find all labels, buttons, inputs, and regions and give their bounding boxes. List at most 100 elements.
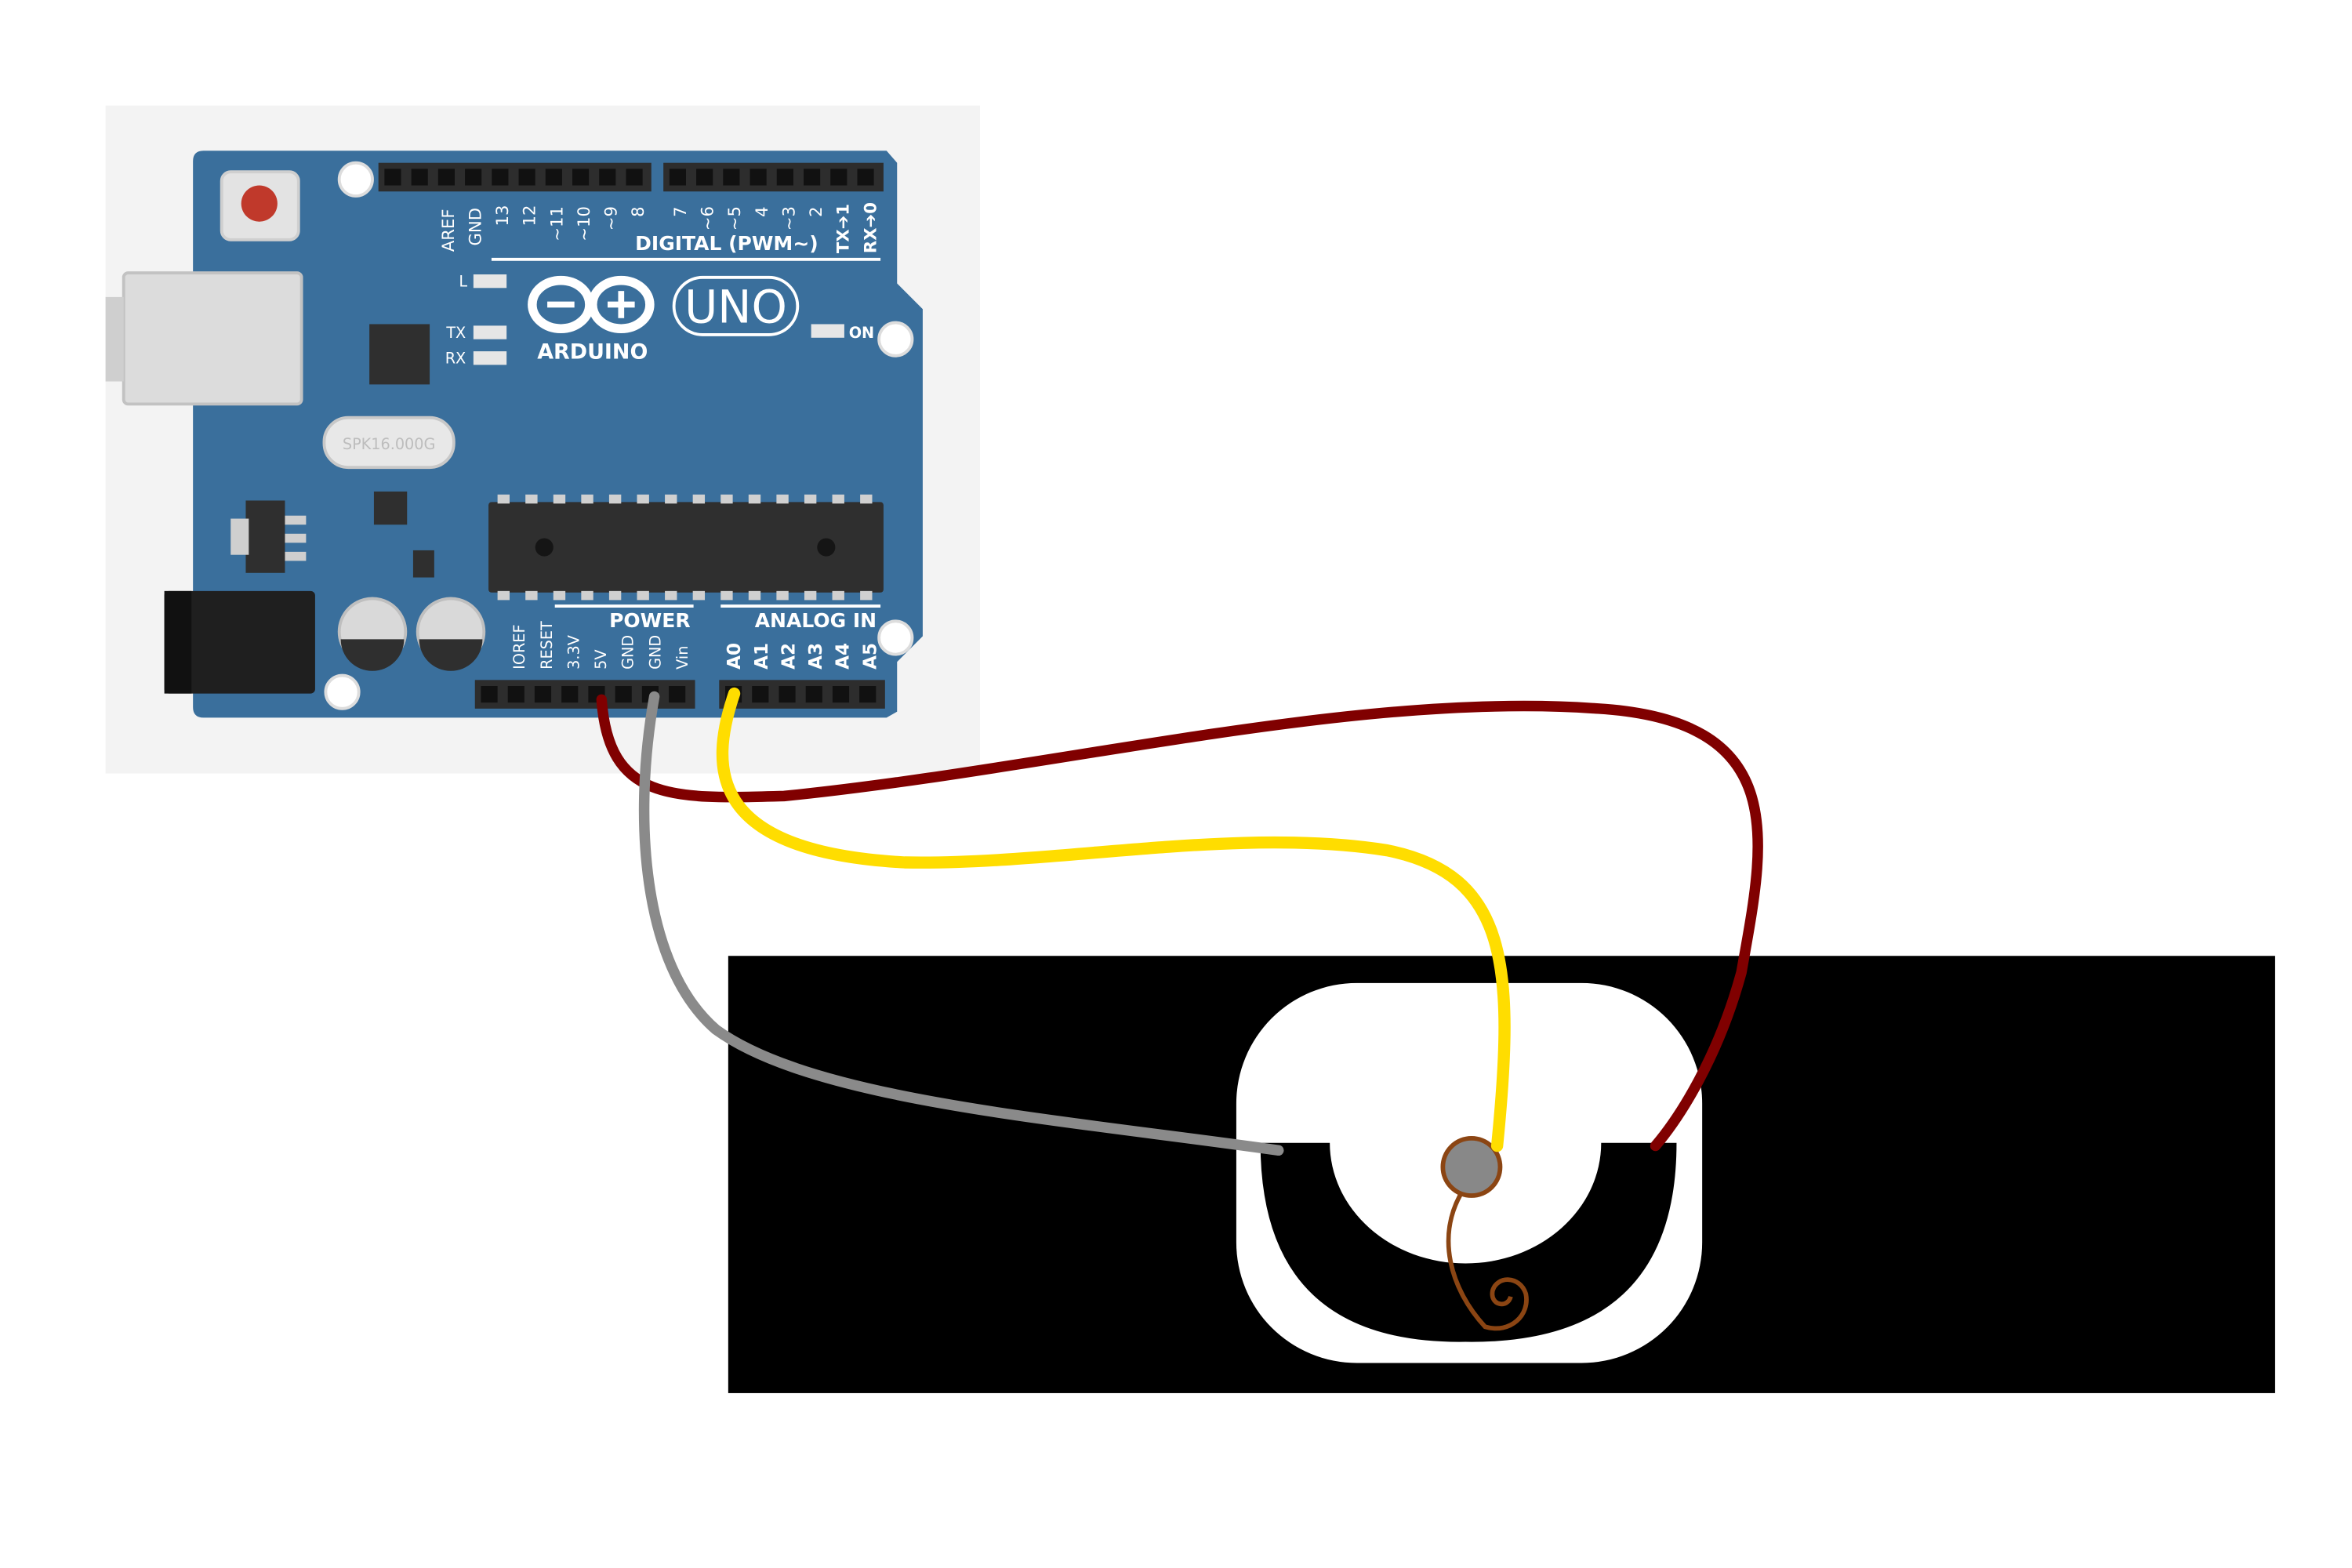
chip-pin: [497, 590, 510, 601]
digital-pin-label: 12: [520, 205, 539, 227]
power-pin-label: IOREF: [510, 624, 528, 669]
chip-notch: [535, 538, 554, 557]
wire-gnd[interactable]: [638, 691, 1284, 1156]
header-socket: [857, 169, 874, 186]
power-jack-front: [164, 590, 192, 694]
mounting-hole: [877, 321, 914, 358]
chip-pin: [860, 590, 873, 601]
header-socket: [599, 169, 616, 186]
regulator-tab: [230, 518, 249, 555]
header-socket: [776, 169, 793, 186]
regulator-pin: [285, 551, 307, 561]
power-pin-label: RESET: [538, 621, 556, 670]
digital-pin-label: GND: [465, 208, 485, 245]
chip-pin: [692, 590, 706, 601]
chip-pins-top: [497, 494, 873, 504]
usb-connector: [122, 271, 303, 406]
digital-pin-label: ~5: [724, 206, 744, 230]
header-socket: [696, 169, 713, 186]
chip-pin: [637, 590, 649, 601]
digital-pin-label: ~10: [574, 206, 593, 241]
analog-pin-label: A0: [724, 643, 745, 670]
power-pin-label: Vin: [673, 646, 691, 670]
crystal-label: SPK16.000G: [343, 435, 436, 453]
power-pin-label: GND: [619, 635, 637, 670]
chip-pin: [665, 590, 677, 601]
chip-pins-bottom: [497, 590, 873, 601]
power-pin-label: 3.3V: [564, 635, 583, 670]
sensor-coil-icon: [1446, 1189, 1529, 1331]
power-section-label: POWER: [609, 609, 690, 632]
header-socket: [669, 686, 686, 703]
chip-pin: [581, 590, 593, 601]
chip-pin: [776, 494, 789, 504]
header-socket: [723, 169, 740, 186]
chip-pin: [525, 590, 538, 601]
digital-pin-label: TX➔1: [833, 204, 853, 253]
digital-pin-label: 2: [806, 206, 826, 216]
led-tx: [473, 325, 507, 339]
brand-label: ARDUINO: [537, 340, 648, 365]
chip-pin: [804, 590, 817, 601]
arduino-logo: [528, 275, 655, 333]
led-label-l: L: [459, 272, 467, 290]
crystal: [322, 416, 456, 470]
analog-header[interactable]: [719, 680, 885, 709]
chip-pin: [608, 494, 622, 504]
header-socket: [859, 686, 877, 703]
analog-pin-label: A1: [752, 643, 772, 670]
analog-pin-label: A2: [779, 643, 799, 670]
capacitor: [416, 597, 486, 671]
header-socket: [561, 686, 579, 703]
chip-pin: [804, 494, 817, 504]
regulator-pin: [285, 533, 307, 543]
header-socket: [507, 686, 524, 703]
analog-pin-label: A5: [860, 643, 880, 670]
vibration-sensor[interactable]: [728, 956, 2275, 1393]
digital-pin-label: ~11: [546, 206, 566, 241]
transistor: [412, 550, 434, 578]
chip-dot: [817, 538, 836, 557]
header-socket: [411, 169, 428, 186]
header-socket: [805, 686, 822, 703]
header-socket: [437, 169, 455, 186]
digital-pin-label: 13: [492, 205, 512, 227]
header-socket: [572, 169, 590, 186]
power-jack: [164, 590, 315, 694]
led-label-tx: TX: [445, 324, 466, 342]
header-socket: [750, 169, 767, 186]
chip-pin: [692, 494, 706, 504]
mounting-hole: [877, 619, 914, 656]
chip-pin: [497, 494, 510, 504]
led-label-on: ON: [849, 324, 874, 342]
header-socket: [626, 169, 643, 186]
header-socket: [832, 686, 850, 703]
header-socket: [830, 169, 848, 186]
header-socket: [804, 169, 821, 186]
chip-pin: [720, 494, 733, 504]
regulator-pin: [285, 515, 307, 525]
chip-pin: [748, 494, 761, 504]
chip-pin: [553, 494, 566, 504]
chip-pin: [832, 590, 844, 601]
arduino-uno-board[interactable]: SPK16.000G AREF GND 13 12: [105, 151, 923, 718]
usb-chip: [369, 324, 430, 385]
digital-pin-label: 8: [628, 206, 648, 216]
header-socket: [384, 169, 401, 186]
chip-pin: [720, 590, 733, 601]
digital-pin-label: ~3: [779, 206, 798, 230]
led-label-rx: RX: [445, 349, 466, 367]
power-pin-label: 5V: [592, 649, 610, 669]
mounting-hole: [324, 673, 361, 710]
header-socket: [752, 686, 769, 703]
digital-pin-label: 7: [670, 206, 690, 216]
chip-pin: [608, 590, 622, 601]
led-rx: [473, 351, 507, 365]
digital-pin-label: 4: [752, 206, 771, 216]
reset-button[interactable]: [241, 185, 278, 222]
header-socket: [518, 169, 535, 186]
header-socket: [465, 169, 482, 186]
wire-a0[interactable]: [716, 687, 1511, 1152]
analog-pin-label: A3: [806, 643, 826, 670]
analog-section-label: ANALOG IN: [755, 609, 877, 632]
